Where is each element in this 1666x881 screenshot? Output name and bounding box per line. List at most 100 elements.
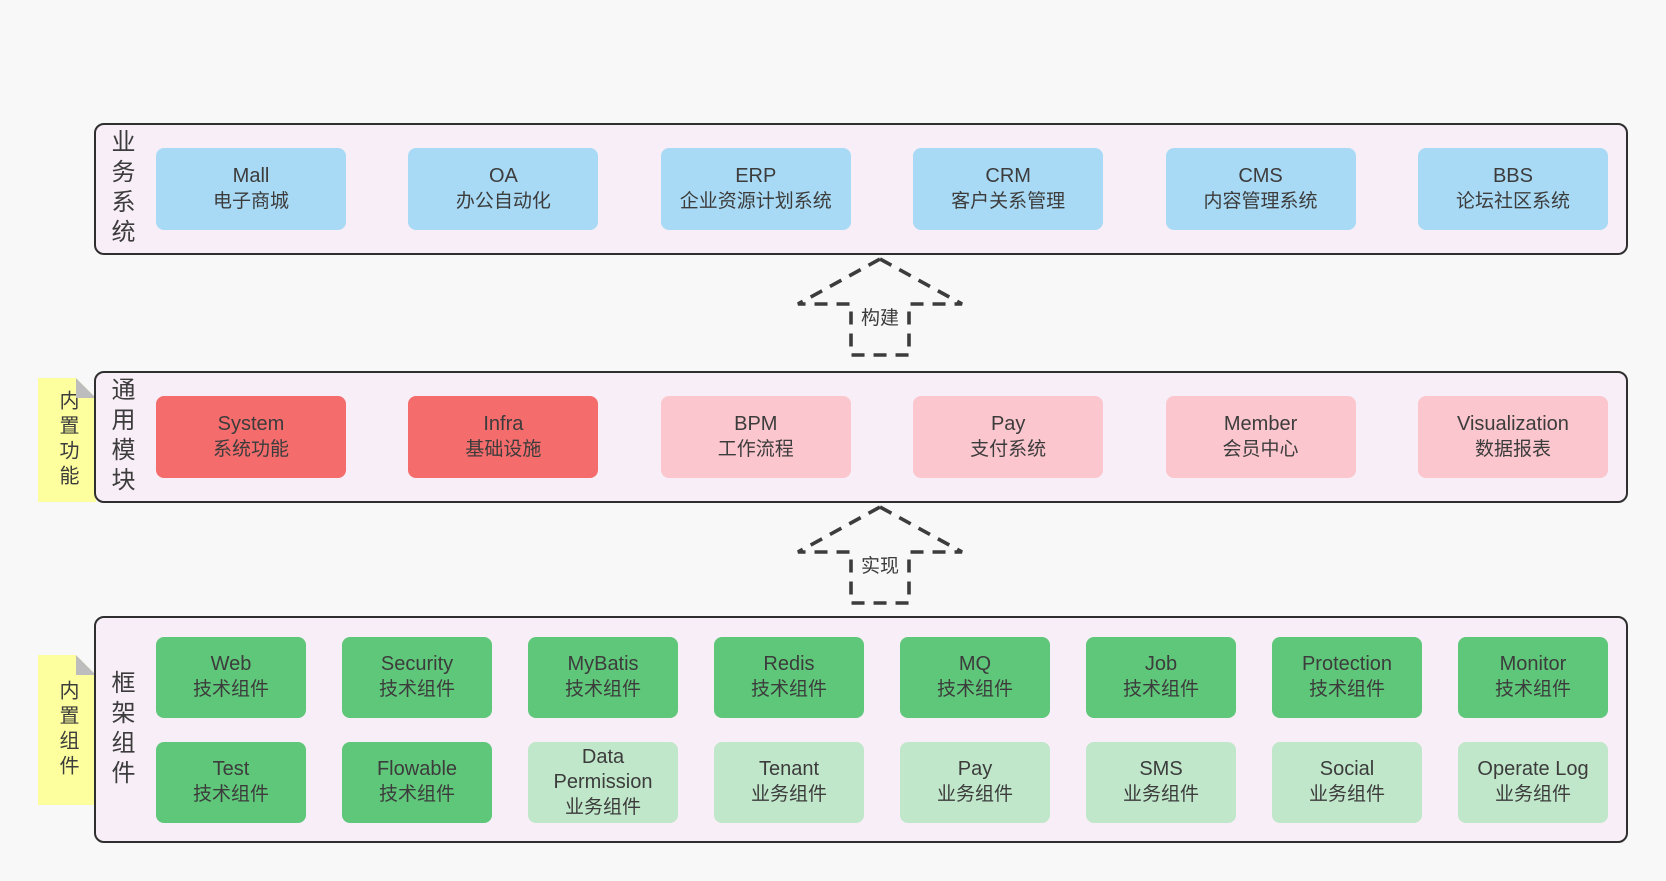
box-subtitle: 技术组件: [1308, 679, 1385, 700]
box-visualization: Visualization 数据报表: [1417, 396, 1608, 478]
box-title: Visualization: [1456, 413, 1569, 435]
box-subtitle: 业务组件: [564, 796, 641, 818]
box-oa: OA 办公自动化: [408, 148, 599, 230]
box-subtitle: 支付系统: [970, 439, 1047, 460]
box-cms: CMS 内容管理系统: [1165, 148, 1356, 230]
box-job: Job 技术组件: [1086, 636, 1236, 718]
band-label-framework-components: 框架组件: [107, 669, 134, 790]
box-title: Security: [380, 653, 454, 675]
band-common-modules: 通用模块 System 系统功能 Infra 基础设施 BPM 工作流程 Pay 支付系统 Me…: [94, 371, 1628, 503]
box-subtitle: 客户关系管理: [951, 191, 1066, 212]
box-title: Data Permission: [553, 745, 653, 793]
build-arrow-label: 构建: [857, 303, 903, 330]
box-test: Test 技术组件: [156, 741, 306, 823]
folded-corner-icon: [76, 378, 96, 398]
box-system: System 系统功能: [156, 396, 346, 478]
box-title: BPM: [734, 413, 778, 435]
common-modules-boxes: System 系统功能 Infra 基础设施 BPM 工作流程 Pay 支付系统 Member 会…: [156, 396, 1608, 478]
band-label-common-modules: 通用模块: [107, 377, 134, 497]
sticky-note-label: 内置组件: [56, 680, 78, 780]
box-title: MQ: [958, 653, 992, 675]
implement-arrow: 实现: [795, 504, 965, 606]
box-subtitle: 系统功能: [212, 439, 289, 460]
box-subtitle: 基础设施: [465, 439, 542, 460]
build-arrow: 构建: [795, 256, 965, 358]
box-title: Mall: [232, 165, 270, 187]
sticky-note-builtin-components: 内置组件: [38, 655, 96, 805]
box-title: SMS: [1139, 758, 1183, 780]
box-title: Job: [1144, 653, 1178, 675]
box-title: Web: [210, 653, 252, 675]
box-title: Redis: [763, 653, 815, 675]
box-subtitle: 技术组件: [378, 784, 455, 805]
box-title: Tenant: [758, 758, 820, 780]
box-subtitle: 技术组件: [192, 784, 269, 805]
box-monitor: Monitor 技术组件: [1458, 636, 1608, 718]
box-subtitle: 内容管理系统: [1203, 191, 1318, 212]
folded-corner-icon: [76, 655, 96, 675]
box-protection: Protection 技术组件: [1272, 636, 1422, 718]
box-subtitle: 业务组件: [750, 784, 827, 805]
box-title: MyBatis: [567, 653, 639, 675]
box-title: Test: [212, 758, 250, 780]
box-pay: Pay 业务组件: [900, 741, 1050, 823]
box-subtitle: 业务组件: [1494, 784, 1571, 805]
sticky-note-builtin-features: 内置功能: [38, 378, 96, 502]
box-pay: Pay 支付系统: [913, 396, 1104, 478]
box-sms: SMS 业务组件: [1086, 741, 1236, 823]
box-member: Member 会员中心: [1165, 396, 1356, 478]
box-data-permission: Data Permission 业务组件: [528, 741, 678, 823]
box-mq: MQ 技术组件: [900, 636, 1050, 718]
framework-row-biz: Test 技术组件 Flowable 技术组件 Data Permission 业务组件 T…: [156, 741, 1608, 823]
box-title: Pay: [957, 758, 993, 780]
box-subtitle: 工作流程: [717, 439, 794, 460]
box-title: Flowable: [376, 758, 458, 780]
box-subtitle: 技术组件: [1494, 679, 1571, 700]
box-mybatis: MyBatis 技术组件: [528, 636, 678, 718]
box-title: ERP: [735, 165, 777, 187]
box-title: System: [217, 413, 285, 435]
box-title: BBS: [1492, 165, 1533, 187]
box-title: Monitor: [1499, 653, 1567, 675]
box-title: OA: [488, 165, 518, 187]
box-subtitle: 数据报表: [1474, 439, 1551, 460]
box-redis: Redis 技术组件: [714, 636, 864, 718]
band-label-business-systems: 业务系统: [107, 129, 134, 249]
box-title: CMS: [1238, 165, 1283, 187]
box-subtitle: 企业资源计划系统: [679, 191, 832, 212]
box-title: Member: [1223, 413, 1298, 435]
box-subtitle: 办公自动化: [455, 191, 551, 212]
box-mall: Mall 电子商城: [156, 148, 346, 230]
box-subtitle: 技术组件: [192, 679, 269, 700]
business-systems-boxes: Mall 电子商城 OA 办公自动化 ERP 企业资源计划系统 CRM 客户关系管理 CMS 内容…: [156, 148, 1608, 230]
box-subtitle: 技术组件: [750, 679, 827, 700]
sticky-note-label: 内置功能: [56, 390, 78, 490]
box-title: Pay: [990, 413, 1026, 435]
box-title: Protection: [1301, 653, 1393, 675]
box-subtitle: 业务组件: [1308, 784, 1385, 805]
box-subtitle: 技术组件: [378, 679, 455, 700]
box-subtitle: 电子商城: [212, 191, 289, 212]
box-crm: CRM 客户关系管理: [913, 148, 1104, 230]
box-subtitle: 技术组件: [936, 679, 1013, 700]
band-business-systems: 业务系统 Mall 电子商城 OA 办公自动化 ERP 企业资源计划系统 CRM 客户关系管理…: [94, 123, 1628, 255]
box-title: Infra: [483, 413, 524, 435]
box-security: Security 技术组件: [342, 636, 492, 718]
box-subtitle: 业务组件: [1122, 784, 1199, 805]
box-title: Operate Log: [1477, 758, 1589, 780]
box-subtitle: 论坛社区系统: [1455, 191, 1570, 212]
box-subtitle: 技术组件: [1122, 679, 1199, 700]
box-flowable: Flowable 技术组件: [342, 741, 492, 823]
box-subtitle: 技术组件: [564, 679, 641, 700]
box-web: Web 技术组件: [156, 636, 306, 718]
box-infra: Infra 基础设施: [408, 396, 599, 478]
box-bpm: BPM 工作流程: [660, 396, 851, 478]
implement-arrow-label: 实现: [857, 551, 903, 578]
box-subtitle: 会员中心: [1222, 439, 1299, 460]
box-title: CRM: [985, 165, 1031, 187]
box-bbs: BBS 论坛社区系统: [1417, 148, 1608, 230]
box-subtitle: 业务组件: [936, 784, 1013, 805]
